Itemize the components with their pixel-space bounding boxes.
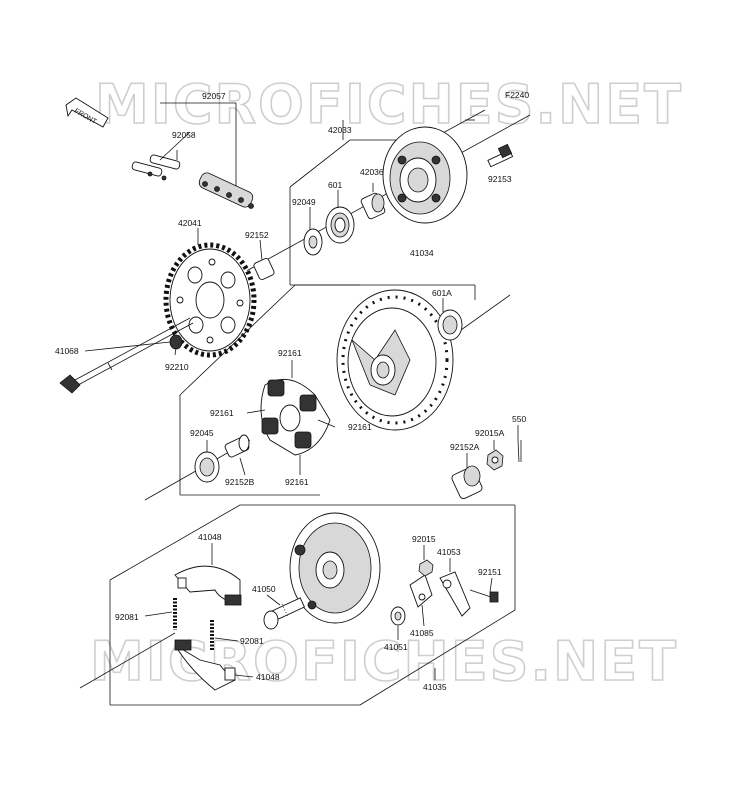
part-label-92153: 92153 [488,174,512,184]
nut-92015A [486,449,504,471]
sprocket-hub-flange [382,126,468,224]
part-label-41034: 41034 [410,248,434,258]
part-label-92152B: 92152B [225,477,255,487]
bolt-92153 [487,143,514,168]
chain-icon [131,102,254,209]
part-label-42036: 42036 [360,167,384,177]
part-label-41035: 41035 [423,682,447,692]
collar-42036 [360,192,386,220]
lever-41053 [439,571,471,617]
spacer-92049 [303,228,323,256]
part-label-92161-top: 92161 [278,348,302,358]
part-label-42033: 42033 [328,125,352,135]
hub-damper-92161 [260,378,331,456]
part-label-92210: 92210 [165,362,189,372]
nut-92210 [169,334,183,350]
part-label-41051: 41051 [384,642,408,652]
part-label-41068: 41068 [55,346,79,356]
washer-41051 [390,606,406,626]
part-label-92161-bottom: 92161 [285,477,309,487]
watermark-top: MICROFICHES.NET [95,73,683,136]
part-label-92058: 92058 [172,130,196,140]
part-label-41048-bottom: 41048 [256,672,280,682]
part-label-92015: 92015 [412,534,436,544]
part-labels: 92057 92058 42033 42036 601 92049 92153 … [55,91,526,692]
brake-shoe-41048-bottom [174,639,236,691]
part-label-550: 550 [512,414,526,424]
part-label-92152: 92152 [245,230,269,240]
axle-41068 [59,317,194,394]
part-label-41085: 41085 [410,628,434,638]
watermark-bottom: MICROFICHES.NET [90,630,678,693]
part-label-41048-top: 41048 [198,532,222,542]
part-label-92045: 92045 [190,428,214,438]
part-label-92015A: 92015A [475,428,505,438]
part-label-92049: 92049 [292,197,316,207]
part-label-41050: 41050 [252,584,276,594]
part-label-41053: 41053 [437,547,461,557]
part-label-42041: 42041 [178,218,202,228]
bearing-92045 [194,451,220,483]
part-label-92152A: 92152A [450,442,480,452]
part-label-92057: 92057 [202,91,226,101]
brake-shoe-41048-top [174,565,242,606]
collar-92152A [451,465,483,499]
bolt-92151 [469,589,499,603]
collar-92152 [253,257,275,281]
bearing-601 [325,206,355,244]
cotter-pin-550 [517,439,522,463]
brake-cam-41050 [263,597,306,630]
brake-lever-41085 [409,574,433,608]
part-label-92081-right: 92081 [240,636,264,646]
part-label-92161-right: 92161 [348,422,372,432]
bearing-601A [437,309,463,341]
brake-panel [289,512,381,624]
leader-lines [84,120,519,680]
part-label-601: 601 [328,180,342,190]
collar-92152B [224,434,250,458]
nut-92015 [418,559,434,577]
sprocket-42041 [163,242,257,358]
part-label-92151: 92151 [478,567,502,577]
part-label-92161-left: 92161 [210,408,234,418]
diagram-code: F2240 [505,90,529,100]
rear-wheel-hub [336,289,454,431]
part-label-92081-left: 92081 [115,612,139,622]
part-label-601A: 601A [432,288,452,298]
